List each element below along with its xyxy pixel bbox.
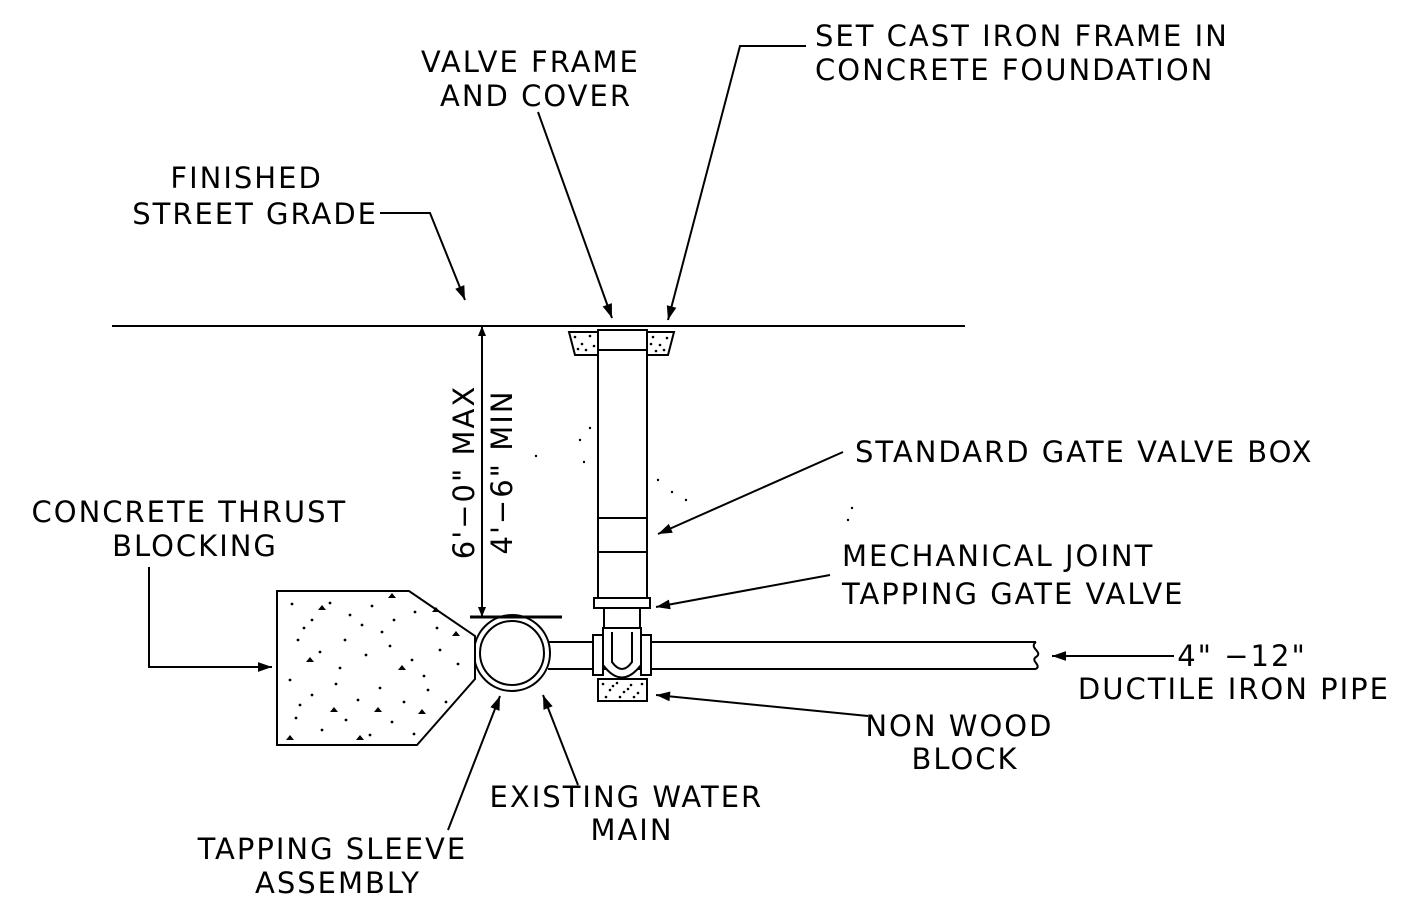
leader-cast-iron: [666, 45, 806, 321]
concrete-foundation-left: [567, 331, 599, 356]
concrete-thrust-block: [276, 590, 476, 746]
gate-valve-box-joint: [597, 517, 648, 553]
pipe-break-symbol: [1032, 641, 1040, 670]
leader-non-wood: [655, 691, 869, 717]
label-non-wood-block: NON WOOD BLOCK: [865, 709, 1064, 776]
max-depth-dimension: 6'−0" MAX: [447, 385, 481, 559]
soil-stipple: [534, 426, 854, 522]
valve-bonnet: [603, 607, 641, 629]
label-ductile-iron-pipe: 4" −12" DUCTILE IRON PIPE: [1078, 639, 1390, 706]
leader-concrete-thrust: [148, 567, 272, 672]
foundation-stipple: [573, 334, 669, 353]
non-wood-block: [597, 678, 648, 702]
tapping-gate-valve-body: [602, 627, 642, 679]
leader-valve-frame: [537, 111, 613, 319]
existing-water-main: [479, 620, 545, 686]
thrust-block-stipple: [286, 593, 460, 740]
label-tapping-sleeve-assembly: TAPPING SLEEVE ASSEMBLY: [197, 832, 479, 900]
non-wood-block-stipple: [601, 681, 644, 699]
leader-gate-valve-box: [657, 451, 844, 535]
valve-gate: [611, 632, 633, 670]
valve-flange-right: [640, 634, 652, 676]
label-concrete-thrust-blocking: CONCRETE THRUST BLOCKING: [32, 495, 359, 563]
leader-street-grade: [380, 212, 466, 301]
min-depth-dimension: 4'−6" MIN: [485, 390, 519, 555]
label-finished-street-grade: FINISHED STREET GRADE: [132, 161, 378, 231]
label-standard-gate-valve-box: STANDARD GATE VALVE BOX: [855, 435, 1313, 469]
label-cast-iron-frame: SET CAST IRON FRAME IN CONCRETE FOUNDATI…: [815, 19, 1240, 87]
leader-existing-main: [542, 694, 579, 786]
valve-operating-nut: [593, 597, 651, 609]
label-existing-water-main: EXISTING WATER MAIN: [490, 780, 775, 847]
gate-valve-box-riser: [597, 349, 648, 599]
leader-mech-joint: [655, 574, 831, 610]
valve-flange-left: [592, 634, 604, 676]
valve-frame-cover: [597, 329, 648, 351]
label-mechanical-joint-valve: MECHANICAL JOINT TAPPING GATE VALVE: [841, 539, 1184, 611]
label-valve-frame-cover: VALVE FRAME AND COVER: [421, 45, 651, 113]
leader-tapping-sleeve: [447, 695, 501, 831]
